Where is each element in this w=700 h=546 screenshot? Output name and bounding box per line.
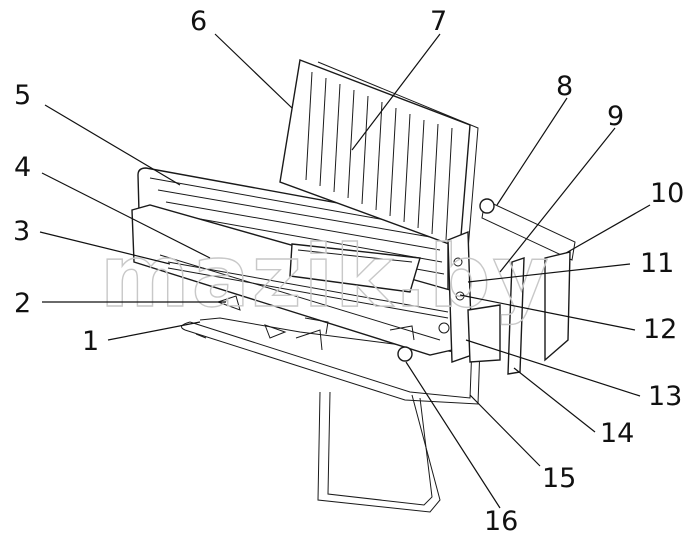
callout-labels: 1 2 3 4 5 6 7 8 9 10 11 12 13 14 15 16 [13,6,684,537]
callout-2: 2 [14,288,31,319]
callout-13: 13 [648,381,682,412]
callout-1: 1 [82,326,99,357]
tube-frame [180,317,481,513]
slide-rail [167,261,449,339]
leader-lines [39,33,651,509]
callout-12: 12 [643,314,677,345]
watermark-text: mazik.by [100,227,551,327]
callout-4: 4 [14,152,31,183]
callout-16: 16 [484,506,518,537]
nut [397,346,413,362]
callout-6: 6 [190,6,207,37]
bottom-brackets [195,317,415,362]
board-handle [289,243,421,293]
callout-15: 15 [542,463,576,494]
callout-5: 5 [14,80,31,111]
callout-7: 7 [430,6,447,37]
armrest-rail [479,198,576,375]
callout-3: 3 [13,216,30,247]
callout-8: 8 [556,71,573,102]
callout-10: 10 [650,178,684,209]
callout-11: 11 [640,248,674,279]
callout-9: 9 [607,101,624,132]
callout-14: 14 [600,418,634,449]
